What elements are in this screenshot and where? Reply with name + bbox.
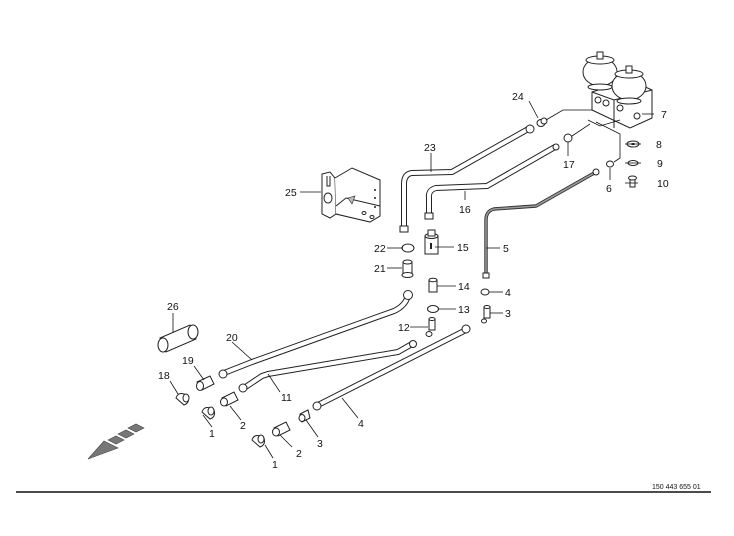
leader-lines (169, 100, 654, 459)
callout-3: 3 (317, 438, 323, 450)
part-14-elbow-fitting[interactable] (425, 317, 436, 337)
part-2-fitting-upper[interactable] (220, 391, 239, 407)
part-2-fitting-lower[interactable] (272, 421, 291, 437)
callout-2-upper: 2 (240, 420, 246, 432)
part-17-valve[interactable] (424, 229, 439, 255)
callout-12: 10 (657, 178, 669, 190)
part-4-pipe[interactable] (312, 324, 471, 411)
callout-16: 14 (458, 281, 470, 293)
callout-1-lower: 1 (272, 459, 278, 471)
callout-14: 12 (398, 322, 410, 334)
callout-23: 21 (374, 263, 386, 275)
part-5-elbow-fitting[interactable] (481, 305, 491, 324)
part-3-nut-fitting[interactable] (298, 409, 311, 423)
callout-9: 7 (661, 109, 667, 121)
callout-24: 22 (374, 243, 386, 255)
part-26-fitting[interactable] (536, 117, 548, 127)
part-27-bracket[interactable] (321, 167, 381, 223)
part-24-nut[interactable] (401, 243, 415, 253)
part-7-pipe[interactable] (482, 168, 600, 279)
part-21-filter-fitting[interactable] (196, 375, 215, 391)
callout-6: 4 (505, 287, 511, 299)
document-number: 150 443 655 01 (652, 484, 701, 491)
part-1-clamp-upper[interactable] (201, 406, 215, 420)
callout-8: 6 (606, 183, 612, 195)
part-16-connector[interactable] (428, 277, 438, 293)
part-23-fitting[interactable] (401, 259, 414, 278)
callout-labels: 24 7 8 9 10 17 6 23 16 25 22 15 5 21 14 … (158, 91, 669, 471)
direction-arrow-icon (87, 423, 145, 460)
callout-15: 13 (458, 304, 470, 316)
part-18-pipe[interactable] (424, 143, 560, 220)
callout-25: 23 (424, 142, 436, 154)
callout-7: 5 (503, 243, 509, 255)
callout-20: 18 (158, 370, 170, 382)
callout-17: 15 (457, 242, 469, 254)
callout-28: 26 (167, 301, 179, 313)
callout-1-upper: 1 (209, 428, 215, 440)
callout-11: 9 (657, 158, 663, 170)
callout-26: 24 (512, 91, 524, 103)
part-20-clamp[interactable] (175, 393, 190, 406)
part-12-bolt[interactable] (628, 175, 637, 188)
callout-2-lower: 2 (296, 448, 302, 460)
callout-19: 17 (563, 159, 575, 171)
part-28-grip[interactable] (157, 324, 199, 353)
callout-13: 11 (281, 392, 292, 404)
part-19-fitting[interactable] (563, 133, 573, 143)
part-15-nut[interactable] (427, 305, 439, 313)
callout-4: 4 (358, 418, 364, 430)
callout-27: 25 (285, 187, 297, 199)
part-9-accumulator-block[interactable] (582, 51, 653, 129)
part-25-pipe[interactable] (399, 124, 535, 233)
part-8-fitting[interactable] (606, 160, 614, 168)
callout-21: 19 (182, 355, 194, 367)
callout-22: 20 (226, 332, 238, 344)
callout-5: 3 (505, 308, 511, 320)
callout-10: 8 (656, 139, 662, 151)
callout-18: 16 (459, 204, 471, 216)
part-22-pipe[interactable] (218, 290, 413, 379)
part-1-clamp-lower[interactable] (251, 434, 265, 448)
part-6-nut[interactable] (480, 288, 490, 296)
